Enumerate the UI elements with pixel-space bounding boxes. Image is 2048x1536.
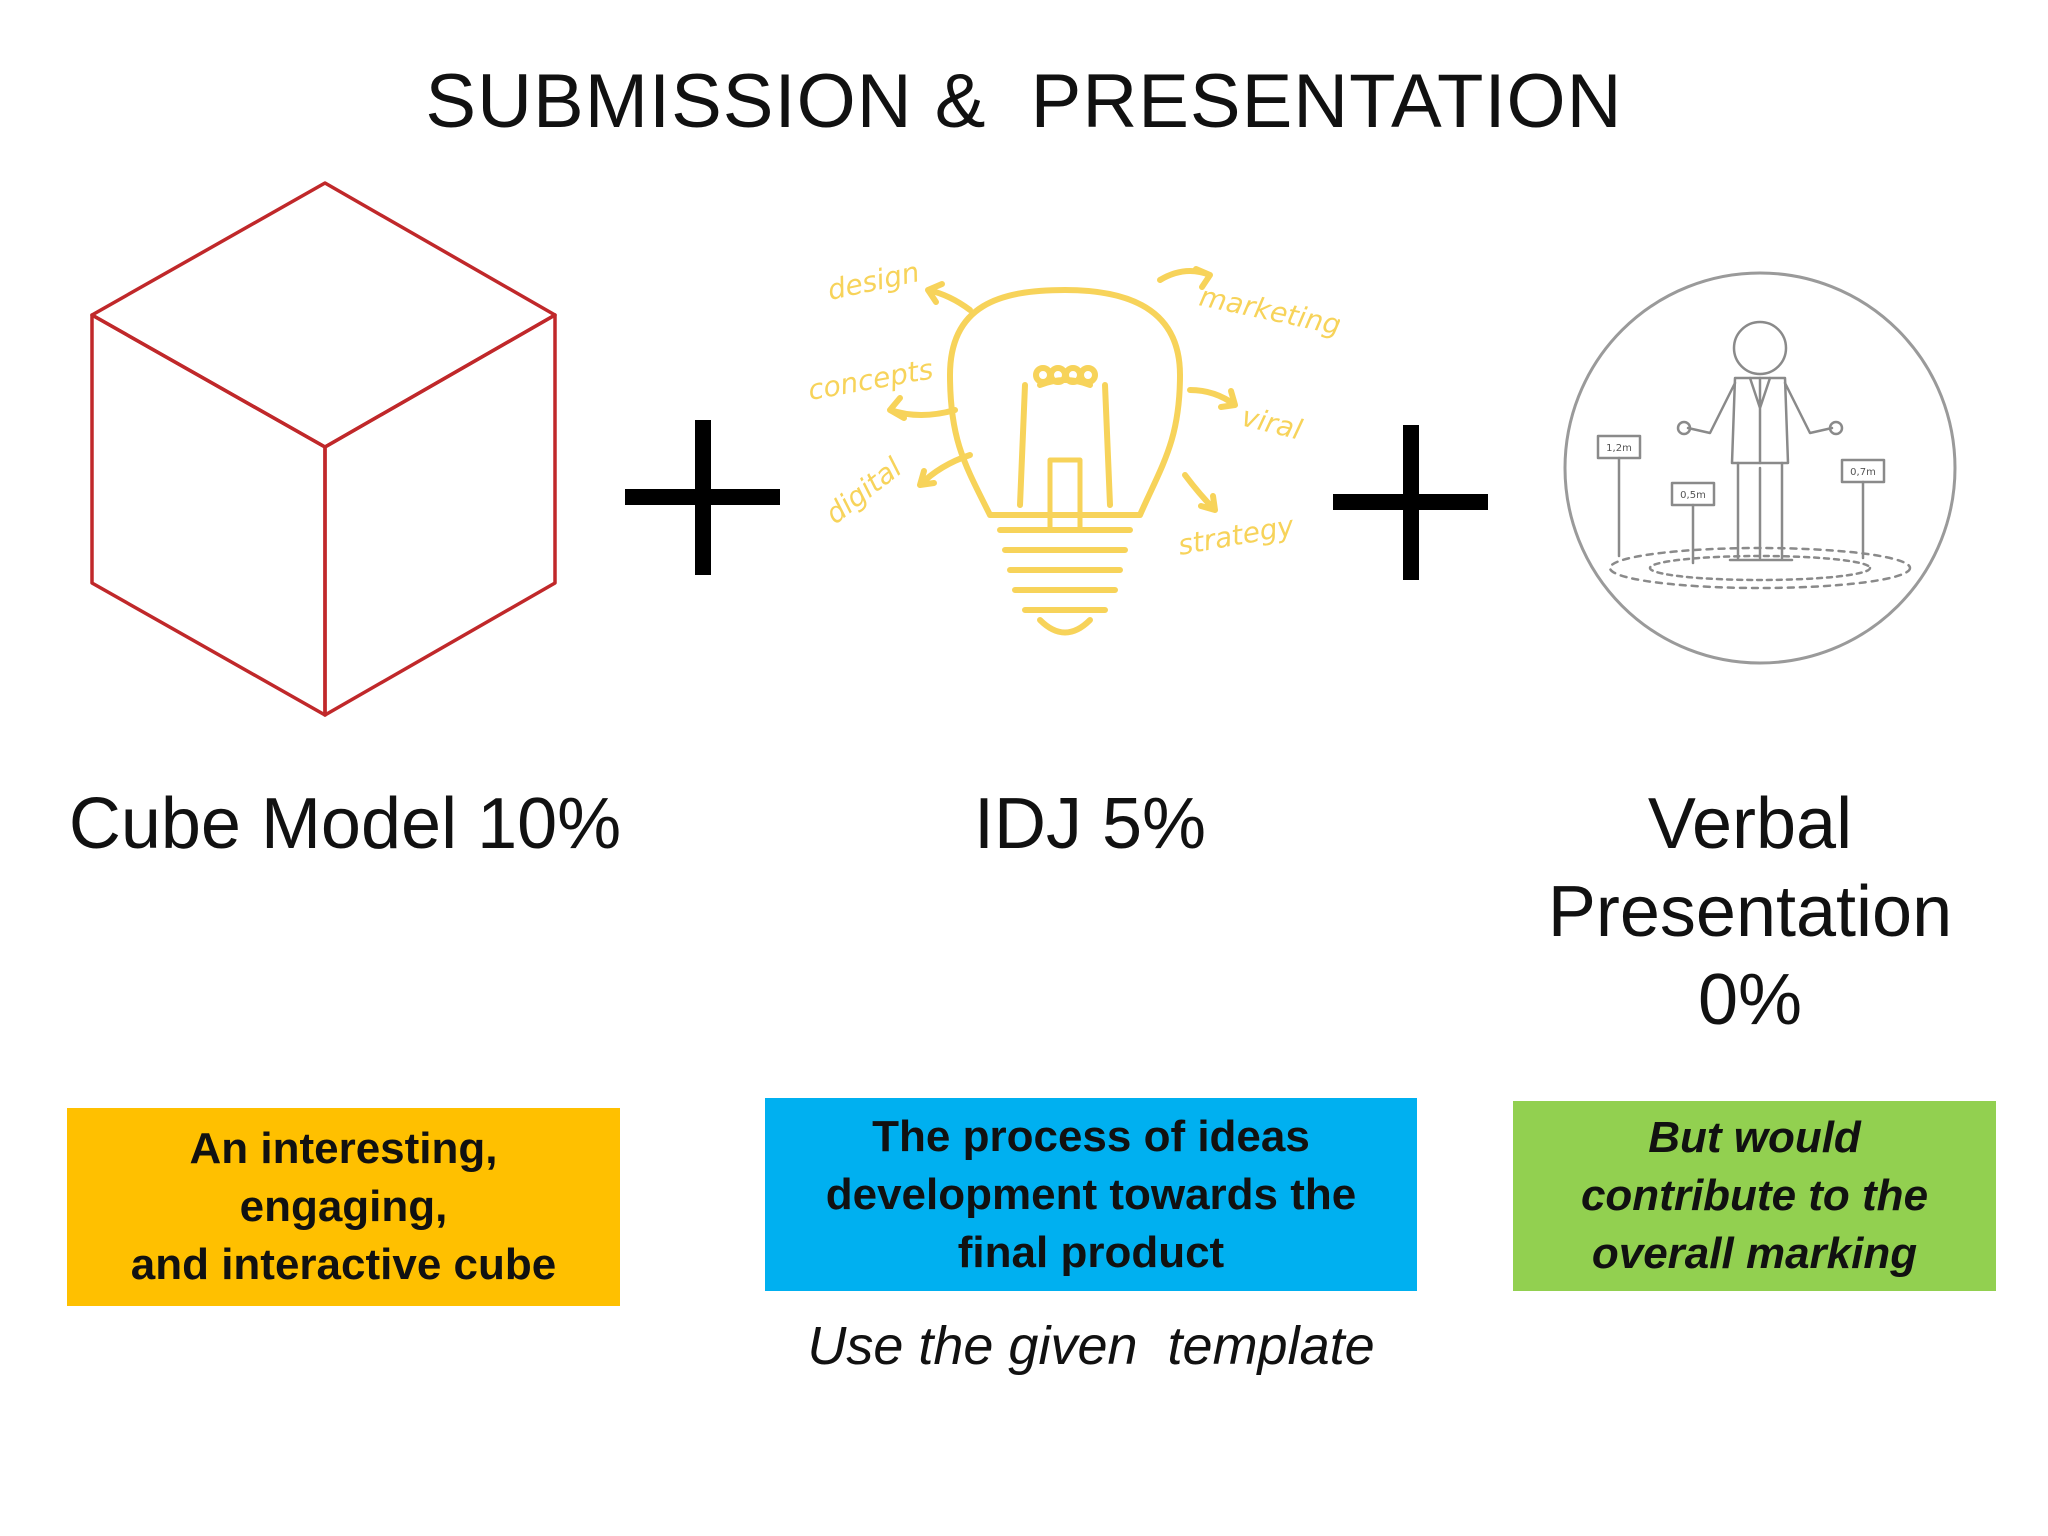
svg-text:strategy: strategy (1175, 509, 1296, 562)
verbal-presentation-label: Verbal Presentation 0% (1480, 780, 2020, 1044)
svg-text:viral: viral (1238, 400, 1305, 447)
svg-text:concepts: concepts (805, 352, 935, 406)
svg-text:marketing: marketing (1197, 280, 1340, 342)
tag-label: 1,2m (1606, 443, 1632, 454)
lightbulb-icon: design marketing concepts viral digital … (805, 255, 1340, 636)
svg-text:digital: digital (819, 451, 908, 531)
tag-label: 0,7m (1850, 467, 1876, 478)
cube-icon (90, 181, 557, 717)
label-line: Presentation (1547, 872, 1953, 952)
label-line: Verbal (1647, 784, 1853, 864)
cube-model-label: Cube Model 10% (68, 784, 622, 864)
plus-icon-2 (1333, 425, 1488, 580)
tag-label: 0,5m (1680, 490, 1706, 501)
template-caption: Use the given template (807, 1316, 1375, 1376)
idj-label: IDJ 5% (973, 784, 1207, 864)
cube-description-box: An interesting, engaging, and interactiv… (67, 1108, 620, 1306)
svg-text:design: design (825, 255, 923, 307)
idj-description-box: The process of ideas development towards… (765, 1098, 1417, 1291)
plus-icon (625, 420, 780, 575)
verbal-description-box: But would contribute to the overall mark… (1513, 1101, 1996, 1291)
presenter-icon: 1,2m 0,5m 0,7m (1563, 271, 1957, 665)
label-line: 0% (1697, 960, 1803, 1040)
slide-title: SUBMISSION & PRESENTATION (425, 59, 1623, 144)
